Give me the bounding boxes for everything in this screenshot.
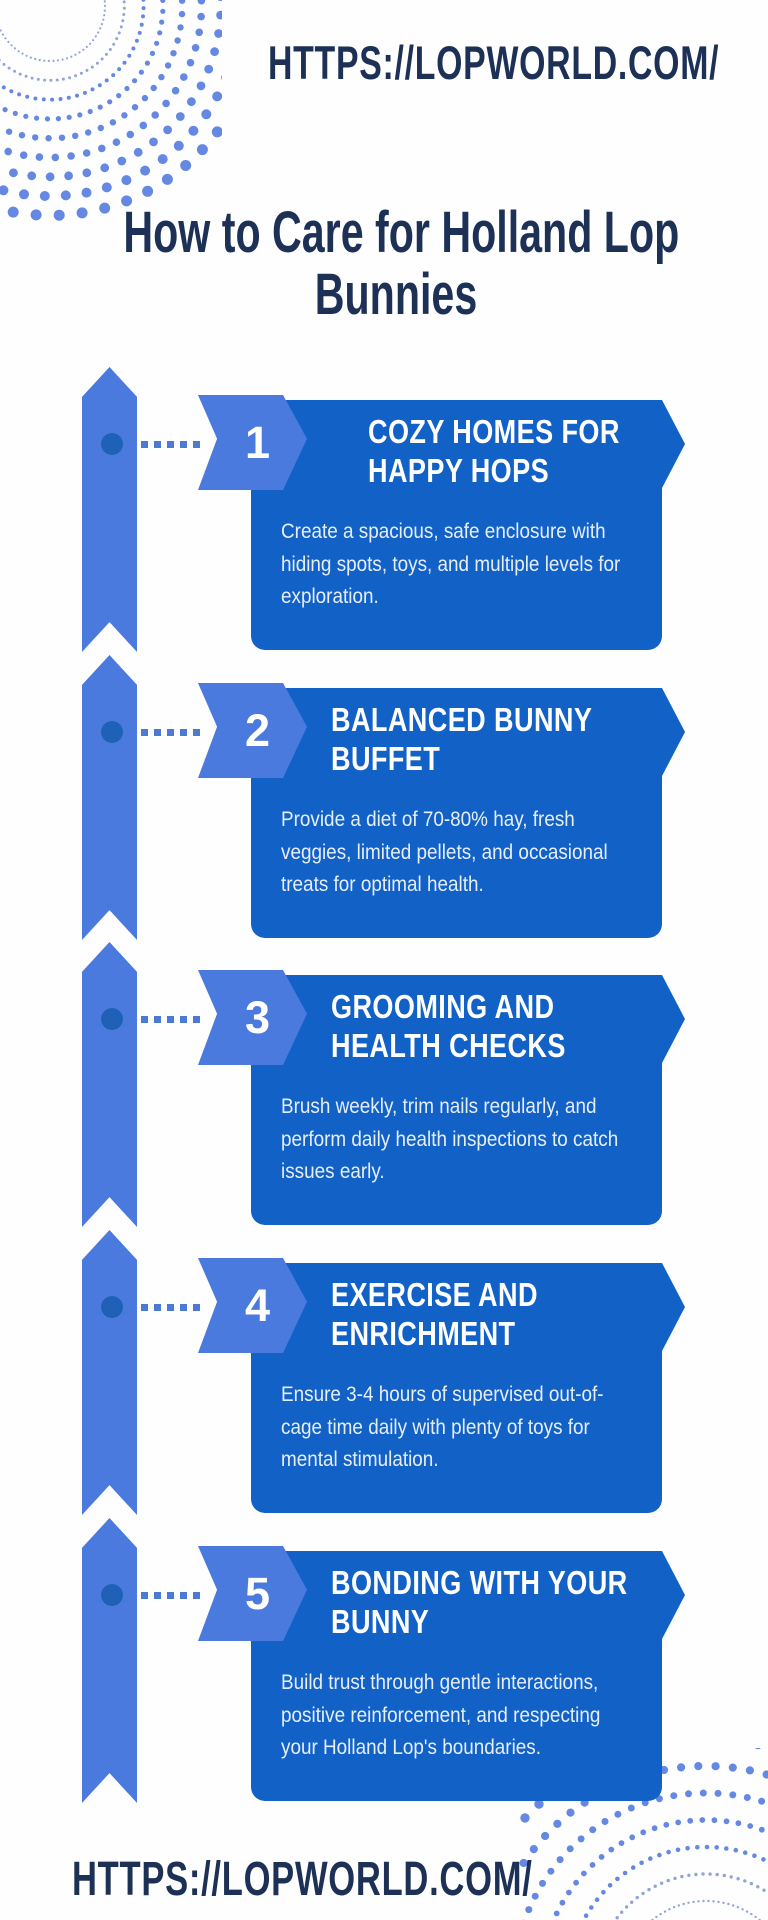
step-number-badge-5: 5 xyxy=(198,1546,307,1641)
header-url: HTTPS://LOPWORLD.COM/ xyxy=(268,36,720,89)
footer-url: HTTPS://LOPWORLD.COM/ xyxy=(72,1853,533,1906)
dotted-connector-3 xyxy=(141,1016,203,1023)
card-arrow-tip-2 xyxy=(662,688,685,776)
timeline-segment-2 xyxy=(82,655,137,940)
timeline-node-dot-3 xyxy=(101,1008,123,1030)
step-number-badge-1: 1 xyxy=(198,395,307,490)
step-title-1-line2: HAPPY HOPS xyxy=(368,452,550,489)
step-title-4-line1: EXERCISE AND xyxy=(331,1276,538,1313)
step-title-3-line2: HEALTH CHECKS xyxy=(331,1027,566,1064)
step-body-4: Ensure 3-4 hours of supervised out-of-ca… xyxy=(281,1383,604,1471)
step-number-5: 5 xyxy=(244,1567,271,1619)
step-body-1: Create a spacious, safe enclosure with h… xyxy=(281,520,621,608)
step-title-5-line2: BUNNY xyxy=(331,1603,430,1640)
step-number-badge-2: 2 xyxy=(198,683,307,778)
step-number-3: 3 xyxy=(244,991,271,1043)
step-title-1-line1: COZY HOMES FOR xyxy=(368,413,620,450)
step-title-5-line1: BONDING WITH YOUR xyxy=(331,1564,628,1601)
dotted-connector-5 xyxy=(141,1592,203,1599)
timeline-segment-1 xyxy=(82,367,137,652)
timeline-node-dot-4 xyxy=(101,1296,123,1318)
step-title-4-line2: ENRICHMENT xyxy=(331,1315,516,1352)
timeline-node-dot-2 xyxy=(101,721,123,743)
step-title-2-line2: BUFFET xyxy=(331,740,441,777)
page-title-line2: Bunnies xyxy=(314,262,478,327)
step-title-3-line1: GROOMING AND xyxy=(331,988,555,1025)
dotted-connector-4 xyxy=(141,1304,203,1311)
timeline-node-dot-1 xyxy=(101,433,123,455)
card-arrow-tip-5 xyxy=(662,1551,685,1639)
card-arrow-tip-4 xyxy=(662,1263,685,1351)
decorative-dot-rings-top-left xyxy=(0,0,222,221)
timeline-segment-4 xyxy=(82,1230,137,1515)
step-number-badge-3: 3 xyxy=(198,970,307,1065)
step-number-1: 1 xyxy=(244,416,271,468)
timeline-node-dot-5 xyxy=(101,1584,123,1606)
step-body-2: Provide a diet of 70-80% hay, fresh vegg… xyxy=(281,808,608,896)
card-arrow-tip-1 xyxy=(662,400,685,488)
card-arrow-tip-3 xyxy=(662,975,685,1063)
page-title-line1: How to Care for Holland Lop xyxy=(123,200,680,265)
step-body-3: Brush weekly, trim nails regularly, and … xyxy=(281,1095,619,1183)
step-body-5: Build trust through gentle interactions,… xyxy=(281,1671,601,1759)
step-number-4: 4 xyxy=(244,1279,271,1331)
timeline-segment-3 xyxy=(82,942,137,1227)
step-number-badge-4: 4 xyxy=(198,1258,307,1353)
dotted-connector-2 xyxy=(141,729,203,736)
timeline-segment-5 xyxy=(82,1518,137,1803)
step-title-2-line1: BALANCED BUNNY xyxy=(331,701,593,738)
dotted-connector-1 xyxy=(141,441,203,448)
step-number-2: 2 xyxy=(244,704,271,756)
